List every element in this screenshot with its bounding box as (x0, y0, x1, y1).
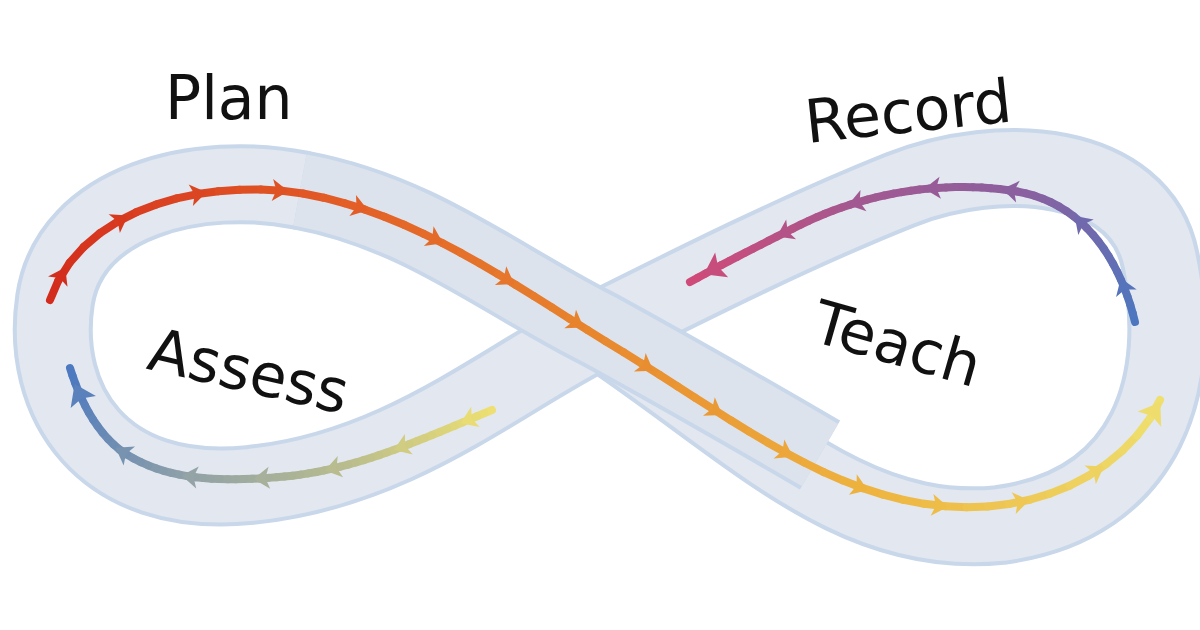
stage-label: Assess (143, 319, 354, 423)
arrow-head (634, 353, 653, 372)
arrow-head (704, 253, 728, 278)
arrow-head (924, 177, 941, 199)
arrow-head (325, 456, 343, 477)
arrow-head (349, 195, 368, 216)
arrow-head (48, 267, 67, 286)
ribbon-back (53, 168, 1168, 526)
arrow-stroke (690, 278, 698, 282)
arrow-head (424, 226, 443, 246)
arrow-head (931, 494, 948, 516)
ribbon-front-edge (300, 190, 820, 455)
stage-label: Plan (165, 68, 293, 128)
arrow-head (394, 434, 413, 455)
arrow-head (495, 266, 514, 285)
cycle-arrows (48, 177, 1161, 516)
ribbon-back-edge (53, 168, 1168, 526)
arrow-head (703, 397, 722, 416)
arrow-head (1075, 216, 1094, 235)
arrow-head (777, 220, 796, 240)
arrow-head (272, 179, 289, 201)
arrow-head (109, 214, 128, 233)
arrow-head (1116, 278, 1137, 297)
arrow-head (564, 310, 583, 329)
arrow-head (848, 190, 866, 211)
arrow-head (182, 467, 199, 489)
arrow-head (1012, 492, 1030, 514)
arrow-head (189, 185, 207, 207)
arrow-head (774, 439, 793, 458)
arrow-head (461, 407, 480, 427)
arrow-head (1084, 465, 1103, 484)
arrow-head (71, 384, 96, 408)
arrow-head (253, 467, 270, 489)
arrow-stroke (70, 368, 73, 376)
stage-label: Teach (807, 291, 988, 396)
arrow-head (849, 474, 868, 495)
arrow-head (1002, 181, 1020, 203)
arrow-head (116, 447, 135, 466)
ribbon-front (300, 190, 820, 455)
ribbon-band (53, 168, 1168, 526)
arrow-head (1138, 402, 1161, 426)
